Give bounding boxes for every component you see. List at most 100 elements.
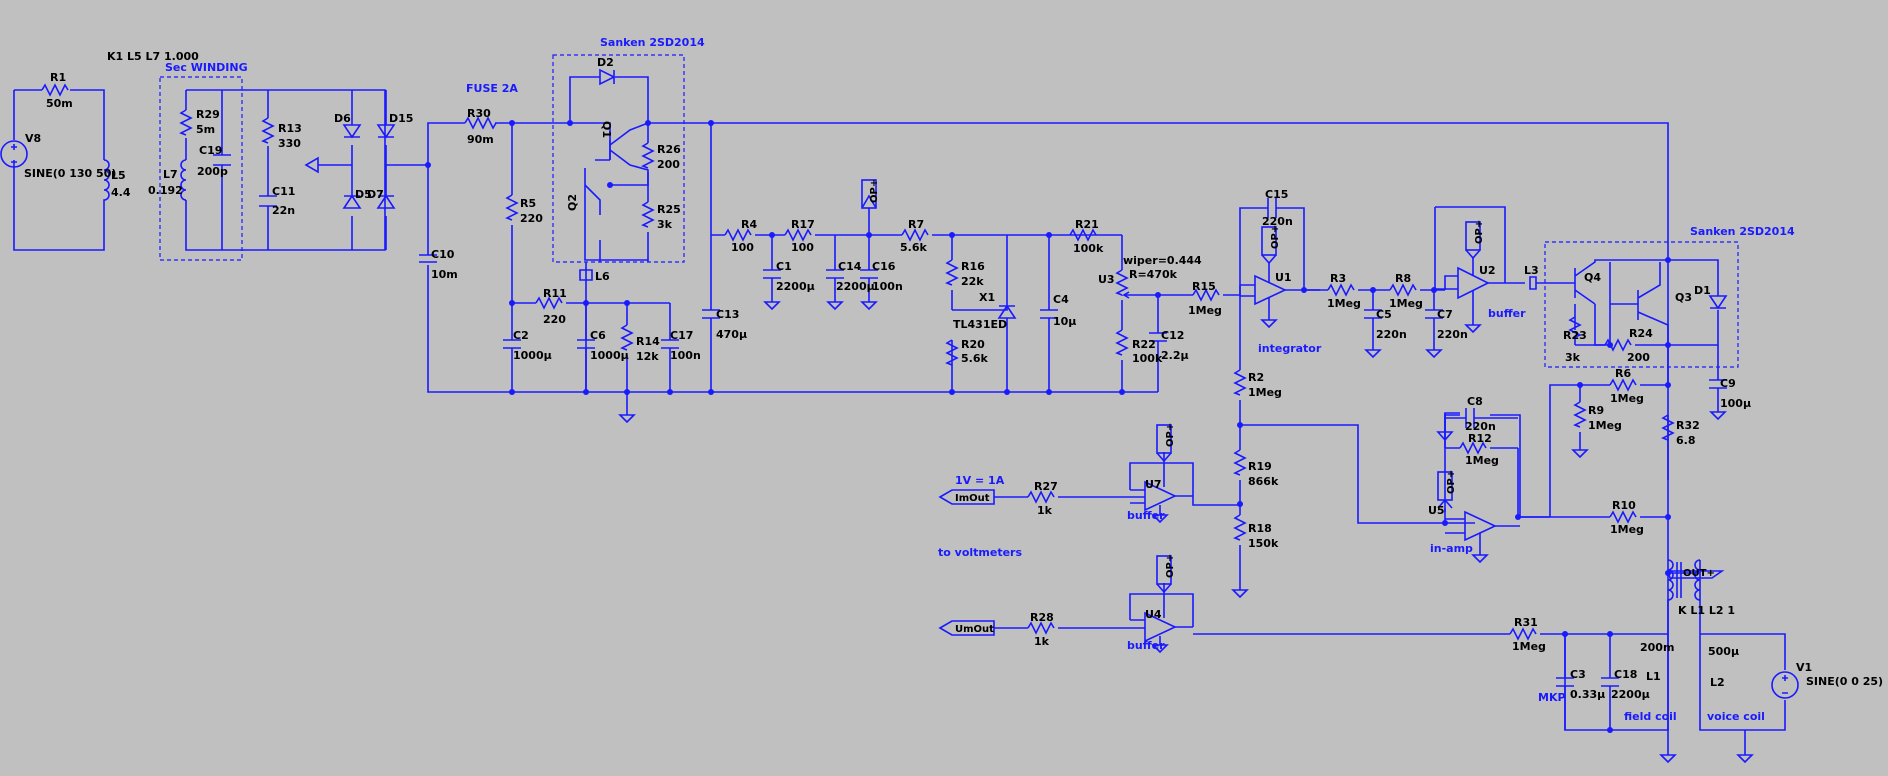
r10-name: R10 (1612, 499, 1636, 512)
r3-name: R3 (1330, 272, 1346, 285)
darlington-1: Sanken 2SD2014 D2 Q1 Q2 R26 200 R25 3k (552, 36, 705, 263)
resistor-r1 (41, 83, 69, 97)
resistor-r20 (945, 339, 959, 366)
r29-value: 5m (196, 123, 215, 136)
voltmeters-label: to voltmeters (938, 546, 1022, 559)
resistor-r9 (1573, 401, 1587, 428)
r14-value: 12k (636, 350, 659, 363)
sanken1-label: Sanken 2SD2014 (600, 36, 705, 49)
c19-name: C19 (199, 144, 222, 157)
r2-value: 1Meg (1248, 386, 1282, 399)
c12-value: 2.2µ (1161, 349, 1189, 362)
opp-label-1: OP+ (869, 179, 880, 203)
r26-value: 200 (657, 158, 680, 171)
c7-name: C7 (1437, 308, 1453, 321)
resistor-r18 (1233, 514, 1247, 541)
resistor-r6 (1609, 378, 1637, 392)
resistor-r27 (1027, 490, 1055, 504)
r28-name: R28 (1030, 611, 1054, 624)
c1-name: C1 (776, 260, 792, 273)
r14-name: R14 (636, 335, 660, 348)
r10-value: 1Meg (1610, 523, 1644, 536)
resistor-r3 (1327, 283, 1355, 297)
resistor-r11 (535, 296, 563, 310)
c15-value: 220n (1262, 215, 1293, 228)
c12-name: C12 (1161, 329, 1184, 342)
r29-name: R29 (196, 108, 220, 121)
c13-name: C13 (716, 308, 739, 321)
u2-label: U2 (1479, 264, 1496, 277)
opamp-u2 (1457, 266, 1490, 300)
r13-name: R13 (278, 122, 302, 135)
resistor-r21 (1069, 228, 1097, 242)
buffer-u7-label: buffer (1127, 509, 1165, 522)
r17-name: R17 (791, 218, 815, 231)
c10-value: 10m (431, 268, 458, 281)
mkp-label: MKP (1538, 691, 1566, 704)
r18-name: R18 (1248, 522, 1272, 535)
r21-value: 100k (1073, 242, 1104, 255)
r6-name: R6 (1615, 367, 1631, 380)
u3-label: U3 (1098, 273, 1115, 286)
r31-name: R31 (1514, 616, 1538, 629)
c11-value: 22n (272, 204, 295, 217)
resistor-r14 (620, 324, 634, 351)
buffer-u2: OP+ R3 1Meg R8 1Meg C5 220n C7 220n U2 b… (1304, 206, 1560, 359)
c16-value: 100n (872, 280, 903, 293)
opp-label-3: OP+ (1474, 220, 1485, 244)
c6-value: 1000µ (590, 349, 629, 362)
c1-value: 2200µ (776, 280, 815, 293)
opamp-u4 (1144, 611, 1177, 643)
d6-label: D6 (334, 112, 351, 125)
r32-name: R32 (1676, 419, 1700, 432)
v8-name: V8 (25, 132, 41, 145)
r22-name: R22 (1132, 338, 1156, 351)
resistor-r4 (724, 228, 752, 242)
resistor-r23 (1568, 316, 1582, 345)
v1-value: SINE(0 0 25) (1806, 675, 1883, 688)
q3-label: Q3 (1675, 291, 1692, 304)
pot-r-label: R=470k (1129, 268, 1178, 281)
c19-value: 200p (197, 165, 228, 178)
inamp-label: in-amp (1430, 542, 1473, 555)
r23-name: R23 (1563, 329, 1587, 342)
opp-label-5: OP+ (1165, 423, 1176, 447)
resistor-r19 (1233, 449, 1247, 476)
voice-coil-label: voice coil (1707, 710, 1765, 723)
resistor-r12 (1445, 441, 1518, 455)
fuse-label: FUSE 2A (466, 82, 518, 95)
c7-value: 220n (1437, 328, 1468, 341)
c8-name: C8 (1467, 395, 1483, 408)
l3-label: L3 (1524, 264, 1539, 277)
sanken2-label: Sanken 2SD2014 (1690, 225, 1795, 238)
umout-port: UmOut (955, 624, 994, 635)
resistor-r17 (784, 228, 812, 242)
c5-name: C5 (1376, 308, 1392, 321)
r5-name: R5 (520, 197, 536, 210)
diode-d5 (342, 194, 362, 209)
r24-name: R24 (1629, 327, 1653, 340)
buffer-u2-label: buffer (1488, 307, 1526, 320)
main-bus: FUSE 2A R30 90m C10 10m (419, 82, 1669, 480)
resistor-r8 (1389, 283, 1417, 297)
r13-value: 330 (278, 137, 301, 150)
r2-name: R2 (1248, 371, 1264, 384)
resistor-r7 (901, 228, 929, 242)
voltage-source-v1 (1771, 671, 1799, 699)
r32-value: 6.8 (1676, 434, 1696, 447)
c8-value: 220n (1465, 420, 1496, 433)
potentiometer-u3: U3 wiper=0.444 R=470k R22 100k C12 2.2µ (1098, 235, 1202, 395)
r15-name: R15 (1192, 280, 1216, 293)
l5-name: L5 (111, 169, 126, 182)
r24-value: 200 (1627, 351, 1650, 364)
u7-label: U7 (1145, 478, 1162, 491)
c18-value: 2200µ (1611, 688, 1650, 701)
l7-name: L7 (163, 168, 178, 181)
c3-name: C3 (1570, 668, 1586, 681)
l1-name: L1 (1646, 670, 1661, 683)
r31-value: 1Meg (1512, 640, 1546, 653)
opp-label-2: OP+ (1270, 225, 1281, 249)
r22-value: 100k (1132, 352, 1163, 365)
r27-name: R27 (1034, 480, 1058, 493)
resistor-r16 (945, 259, 959, 286)
